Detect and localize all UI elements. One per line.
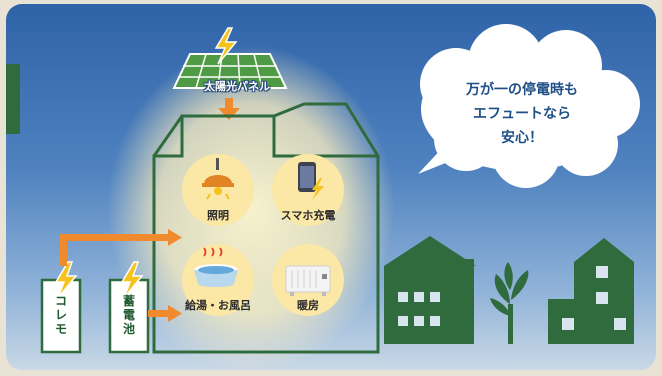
speech-bubble	[418, 24, 640, 188]
house-roof	[152, 102, 380, 157]
house-outline	[152, 114, 380, 354]
battery-bolt-icon	[120, 261, 144, 299]
speech-bubble-text: 万が一の停電時も エフュートなら 安心！	[432, 78, 612, 150]
heater-icon	[285, 265, 331, 296]
solar-panel	[172, 53, 288, 89]
appliance-label-heater: 暖房	[297, 299, 319, 312]
bubble-line-2: エフュートなら	[473, 106, 571, 122]
scene-background: 太陽光パネル 照明 スマホ充電 給湯・お風呂 暖房 コレモ 蓄電池 万が一の停電…	[6, 4, 656, 370]
solar-arrow	[218, 98, 240, 120]
solar-bolt-icon	[214, 27, 238, 65]
kolemo-label: コレモ	[54, 294, 67, 336]
bathtub-icon	[194, 247, 238, 287]
bubble-line-1: 万が一の停電時も	[466, 82, 578, 98]
solar-panel-label: 太陽光パネル	[204, 80, 270, 93]
kolemo-bolt-icon	[54, 261, 78, 299]
diagram-svg	[40, 24, 640, 354]
neighbor-houses	[384, 236, 634, 344]
appliance-label-bath: 給湯・お風呂	[185, 299, 251, 312]
battery-label: 蓄電池	[122, 294, 135, 336]
ceiling-lamp-icon	[202, 158, 234, 200]
kolemo-arrow	[60, 229, 182, 266]
left-edge-tab	[6, 64, 20, 134]
appliance-label-lighting: 照明	[207, 209, 229, 222]
smartphone-charging-icon	[298, 162, 324, 200]
appliance-label-phone: スマホ充電	[280, 209, 336, 222]
battery-arrow	[148, 305, 182, 322]
bubble-line-3: 安心！	[501, 130, 543, 146]
